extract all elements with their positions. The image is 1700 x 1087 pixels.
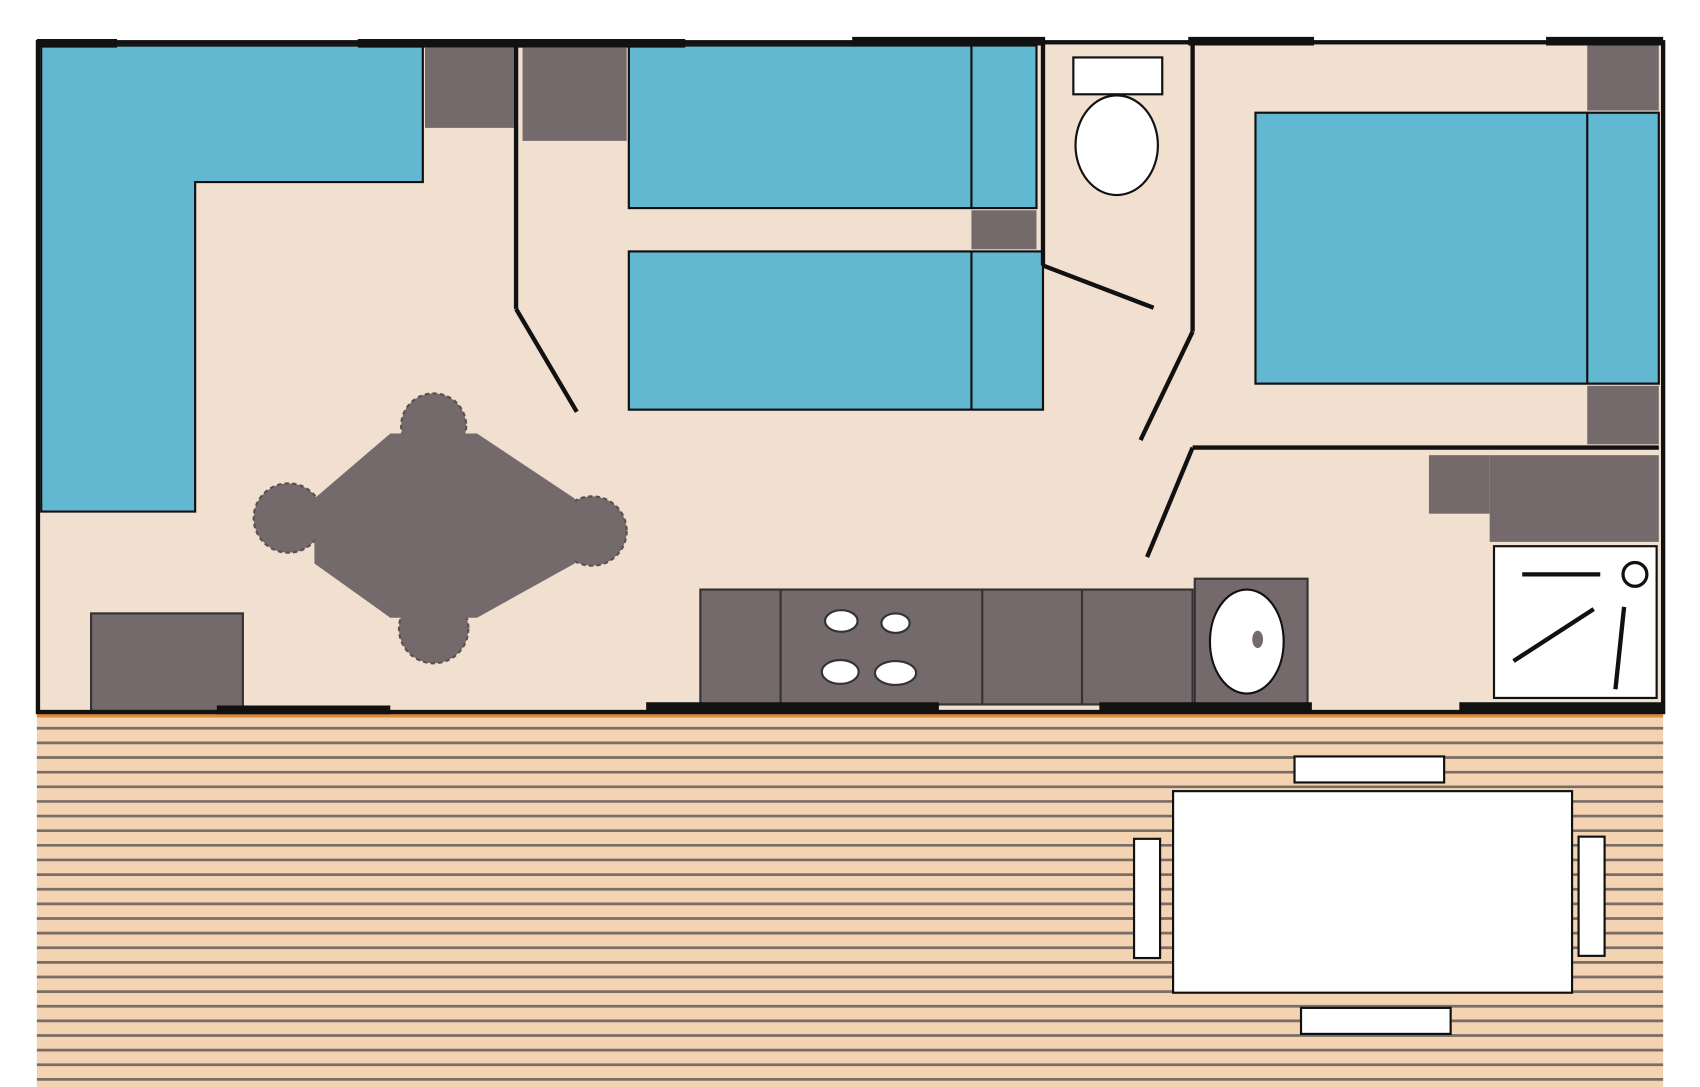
toilet-tank — [1072, 56, 1164, 96]
bathroom-cabinet — [1489, 455, 1659, 542]
interior-walls — [513, 41, 1659, 558]
wardrobe — [522, 47, 627, 141]
armchair — [89, 612, 244, 713]
stove-burners-icon — [820, 609, 918, 687]
nightstand — [1587, 385, 1659, 445]
kitchen-counter — [699, 588, 1194, 706]
nightstand — [1587, 43, 1659, 111]
nightstand — [971, 210, 1037, 250]
toilet-icon — [1074, 94, 1159, 197]
shower-door — [1613, 606, 1627, 690]
exterior-walls — [35, 36, 1666, 715]
shower-head-icon — [1621, 560, 1649, 588]
single-bed-bottom — [627, 250, 1045, 411]
drain-icon — [1252, 630, 1264, 649]
bathroom-cabinet — [1428, 455, 1490, 514]
double-bed — [1254, 111, 1660, 385]
terrace-chair — [1577, 835, 1606, 957]
terrace-chair — [1132, 837, 1162, 960]
single-bed-top — [627, 44, 1038, 210]
dining-table — [252, 392, 628, 665]
sink-icon — [1208, 588, 1285, 695]
terrace-chair — [1299, 1006, 1452, 1035]
terrace-chair — [1293, 755, 1446, 784]
shower-door — [1512, 607, 1595, 663]
terrace-table-set — [1132, 755, 1606, 1035]
cabinet — [425, 47, 514, 128]
terrace-table — [1172, 790, 1574, 994]
